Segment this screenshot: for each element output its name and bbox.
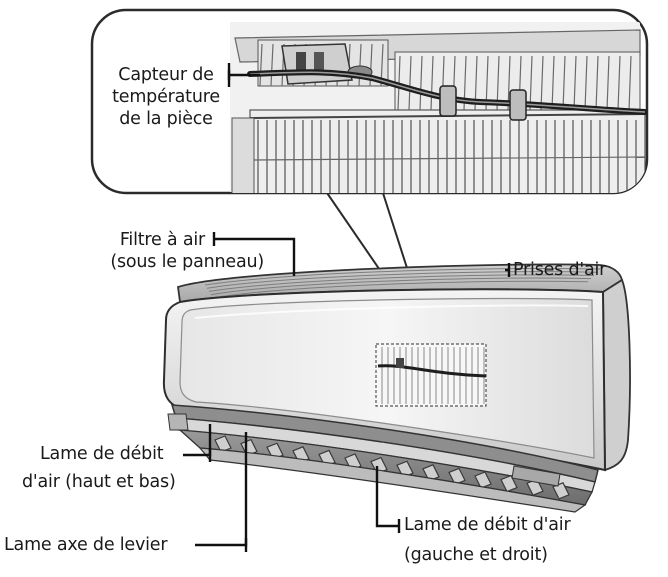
label-air-intake: Prises d'air: [513, 260, 607, 280]
label-vlouver-line2: d'air (haut et bas): [22, 472, 176, 492]
fin-line: [270, 43, 274, 87]
fin-line: [540, 55, 544, 111]
label-lever-shaft: Lame axe de levier: [4, 535, 168, 555]
intake-slat: [204, 268, 601, 286]
label-sensor-line1: Capteur de: [118, 65, 214, 85]
label-filter-line1: Filtre à air: [119, 230, 205, 250]
fin-line: [606, 55, 610, 111]
fin-line: [529, 55, 533, 111]
lr-blade: [214, 435, 232, 453]
fin-line: [259, 43, 263, 87]
fin-line: [573, 55, 577, 111]
lr-blade: [422, 464, 440, 482]
lr-blade: [474, 471, 492, 489]
unit-right-side: [602, 278, 631, 472]
label-room-temperature-sensor: Capteur de température de la pièce: [103, 64, 229, 130]
lr-blade: [552, 482, 570, 500]
label-sensor-line3: de la pièce: [119, 109, 213, 129]
label-sensor-line2: température: [112, 87, 220, 107]
label-vlouver-line1: Lame de débit: [40, 444, 164, 464]
fin-line: [419, 55, 423, 111]
label-hlouver-line1: Lame de débit d'air: [404, 515, 571, 535]
fin-line: [617, 55, 621, 111]
intake-slat: [208, 274, 595, 292]
label-filter-line2: (sous le panneau): [110, 252, 264, 272]
fin-line: [562, 55, 566, 111]
fin-line: [595, 55, 599, 111]
fin-line: [408, 55, 412, 111]
fin-line: [358, 43, 362, 87]
intake-slat: [210, 277, 592, 296]
label-air-filter: Filtre à air (sous le panneau): [60, 229, 288, 273]
intake-slat: [212, 280, 589, 299]
sensor-window: [375, 343, 487, 407]
label-hlouver-line2: (gauche et droit): [404, 545, 548, 565]
fin-line: [628, 55, 632, 111]
leader-lines: [183, 63, 511, 552]
zoom-callout: [90, 8, 649, 347]
fin-line: [584, 55, 588, 111]
fin-line: [551, 55, 555, 111]
fin-line: [430, 55, 434, 111]
intake-slat: [206, 271, 598, 289]
lr-blade: [448, 467, 466, 486]
label-vertical-louver: Lame de débit d'air (haut et bas): [14, 443, 176, 493]
indoor-unit: [162, 263, 631, 513]
lr-blade: [500, 474, 518, 493]
label-horizontal-louver: Lame de débit d'air (gauche et droit): [404, 514, 571, 566]
